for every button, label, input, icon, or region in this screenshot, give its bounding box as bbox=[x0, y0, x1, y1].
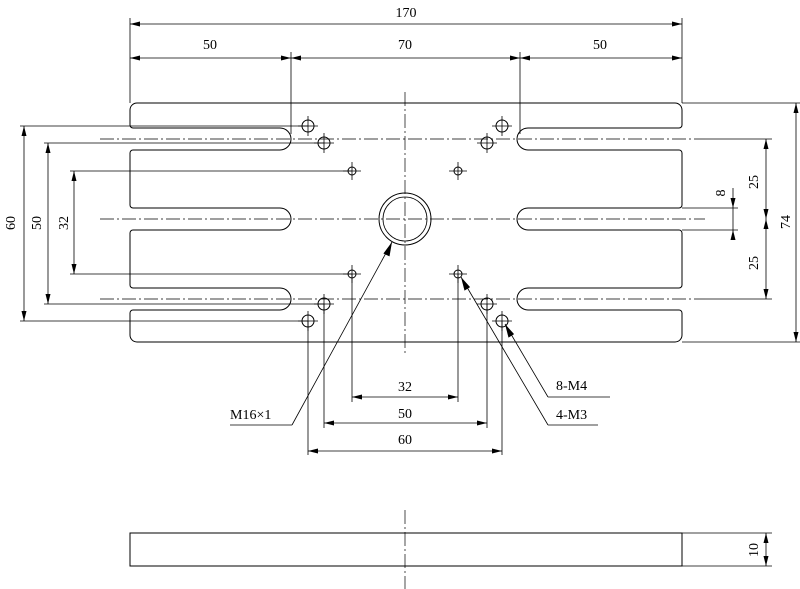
dim-overall-height: 74 bbox=[779, 215, 794, 229]
right-dimension-lines bbox=[682, 102, 800, 343]
top-dimension-lines bbox=[129, 18, 683, 134]
dim-right-segment: 50 bbox=[593, 38, 607, 53]
left-dimension-lines bbox=[20, 125, 352, 322]
dim-left-segment: 50 bbox=[203, 38, 217, 53]
callout-m4-holes: 8-M4 bbox=[556, 379, 587, 394]
dim-slot-spacing-upper: 25 bbox=[747, 175, 762, 189]
dim-slot-spacing-lower: 25 bbox=[747, 256, 762, 270]
side-view-dimension-lines bbox=[682, 532, 772, 567]
bottom-dimension-lines bbox=[307, 274, 503, 455]
dim-left-middle: 50 bbox=[30, 216, 45, 230]
dim-middle-segment: 70 bbox=[398, 38, 412, 53]
dim-bottom-outer: 60 bbox=[398, 433, 412, 448]
dim-left-outer: 60 bbox=[4, 216, 19, 230]
side-view-plate bbox=[129, 532, 683, 567]
dim-bottom-inner: 32 bbox=[398, 380, 412, 395]
plate-outline bbox=[129, 102, 683, 343]
callout-m3-holes: 4-M3 bbox=[556, 408, 587, 423]
dim-bottom-middle: 50 bbox=[398, 407, 412, 422]
dim-side-thickness: 10 bbox=[747, 543, 762, 557]
center-thread-hole bbox=[378, 192, 432, 246]
dim-slot-width: 8 bbox=[714, 190, 729, 197]
dim-overall-width: 170 bbox=[396, 6, 417, 21]
callout-leaders bbox=[230, 241, 610, 426]
dim-left-inner: 32 bbox=[57, 216, 72, 230]
callout-center-thread: M16×1 bbox=[230, 408, 271, 423]
center-thread-inner bbox=[382, 196, 428, 242]
